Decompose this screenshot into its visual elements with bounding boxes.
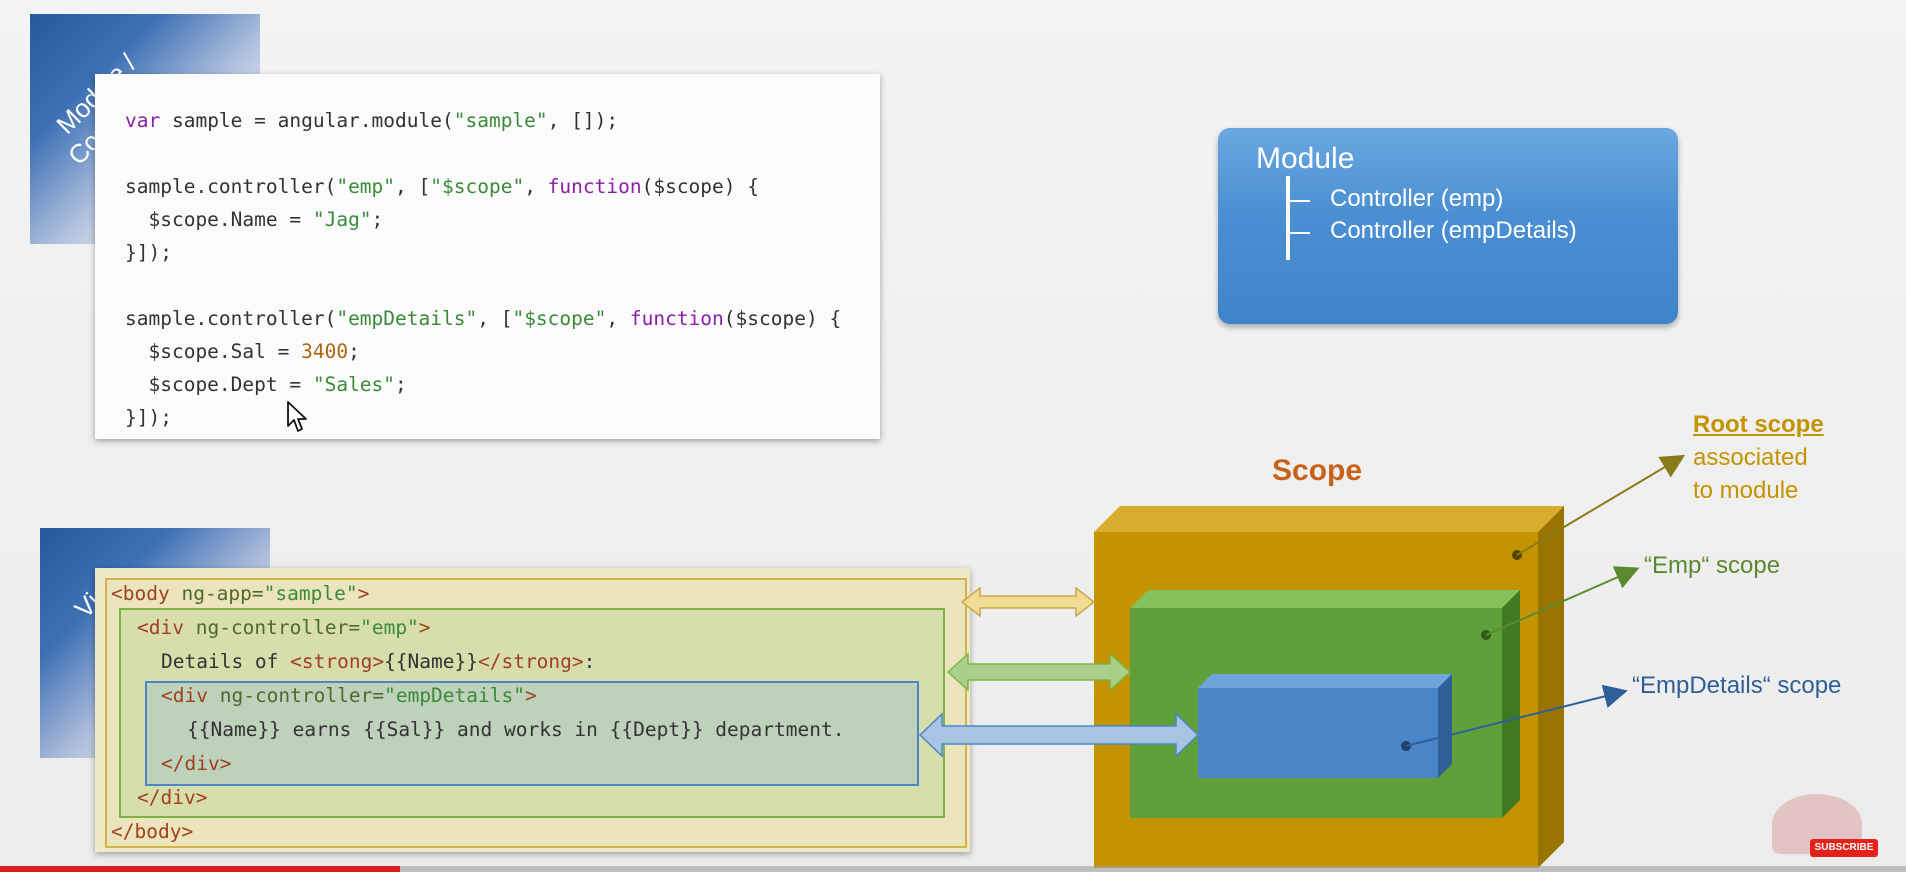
body-open-tag: <body ng-app="sample"> [111, 582, 370, 605]
module-tree-line [1286, 176, 1290, 260]
module-branch [1290, 200, 1310, 202]
view-code-panel: <body ng-app="sample"> <div ng-controlle… [95, 568, 970, 852]
emp-div-close-tag: </div> [137, 786, 208, 809]
empdetails-scope-label: “EmpDetails“ scope [1632, 672, 1842, 699]
subscribe-button[interactable]: SUBSCRIBE [1810, 839, 1878, 857]
body-to-root-arrow [960, 586, 1096, 618]
module-item-emp: Controller (emp) [1330, 185, 1504, 212]
empdetails-div-open-tag: <div ng-controller="empDetails"> [161, 684, 537, 707]
emp-to-emp-scope-arrow [946, 652, 1132, 692]
scope-title: Scope [1272, 454, 1363, 487]
empdetails-div-close-tag: </div> [161, 752, 232, 775]
emp-div-open-tag: <div ng-controller="emp"> [137, 616, 431, 639]
empdetails-scope-box [1198, 674, 1452, 778]
module-branch [1290, 232, 1310, 234]
root-scope-pointer [1516, 454, 1686, 556]
emp-scope-pointer [1485, 566, 1640, 636]
details-line: Details of <strong>{{Name}}</strong>: [161, 650, 596, 673]
empdetails-scope-pointer [1405, 684, 1628, 747]
empdetails-to-empdetails-scope-arrow [918, 712, 1200, 758]
video-progress-fill[interactable] [0, 866, 401, 872]
video-progress-track[interactable] [0, 866, 1906, 872]
module-box: Module Controller (emp) Controller (empD… [1218, 128, 1678, 324]
mouse-cursor-icon [287, 401, 307, 432]
root-scope-label: Root scope associated to module [1693, 411, 1824, 504]
controller-code-panel: var sample = angular.module("sample", []… [95, 74, 880, 439]
earns-line: {{Name}} earns {{Sal}} and works in {{De… [187, 718, 845, 741]
module-title: Module [1256, 142, 1355, 175]
body-close-tag: </body> [111, 820, 194, 843]
emp-scope-label: “Emp“ scope [1644, 552, 1781, 579]
empdetails-div-box [145, 681, 919, 786]
module-item-empdetails: Controller (empDetails) [1330, 217, 1577, 244]
controller-code: var sample = angular.module("sample", []… [125, 109, 842, 429]
